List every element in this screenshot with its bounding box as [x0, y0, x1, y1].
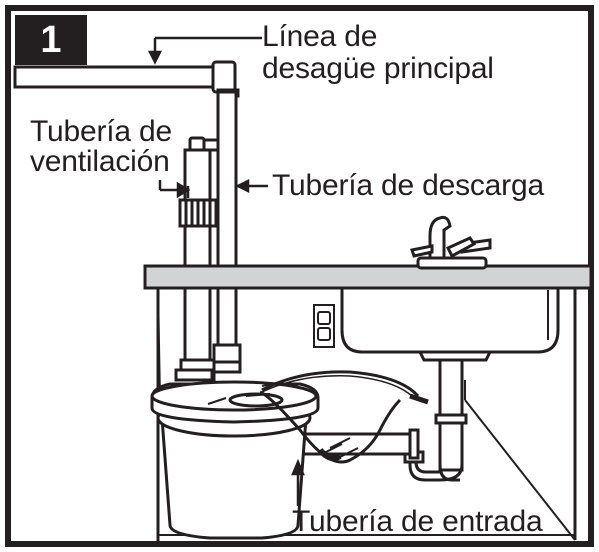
discharge-pipe — [212, 90, 242, 369]
vent-pipe-label-line1: Tubería de — [30, 115, 172, 148]
faucet — [410, 215, 492, 270]
sink-drain-p-trap — [403, 358, 468, 482]
inlet-pipe-label: Tubería de entrada — [292, 505, 543, 538]
electrical-outlet — [313, 304, 335, 348]
sink-basin — [340, 286, 560, 362]
vent-pipe-label-line2: ventilación — [30, 145, 170, 178]
main-drain-pipe — [13, 60, 240, 98]
main-drain-label-line2: desagüe principal — [262, 52, 494, 85]
discharge-pipe-label: Tubería de descarga — [272, 169, 544, 202]
step-number-badge: 1 — [15, 15, 87, 65]
main-drain-label-line1: Línea de — [262, 20, 378, 53]
vent-pipe — [178, 136, 220, 382]
callout-arrows — [147, 36, 305, 506]
power-cord — [259, 370, 429, 464]
